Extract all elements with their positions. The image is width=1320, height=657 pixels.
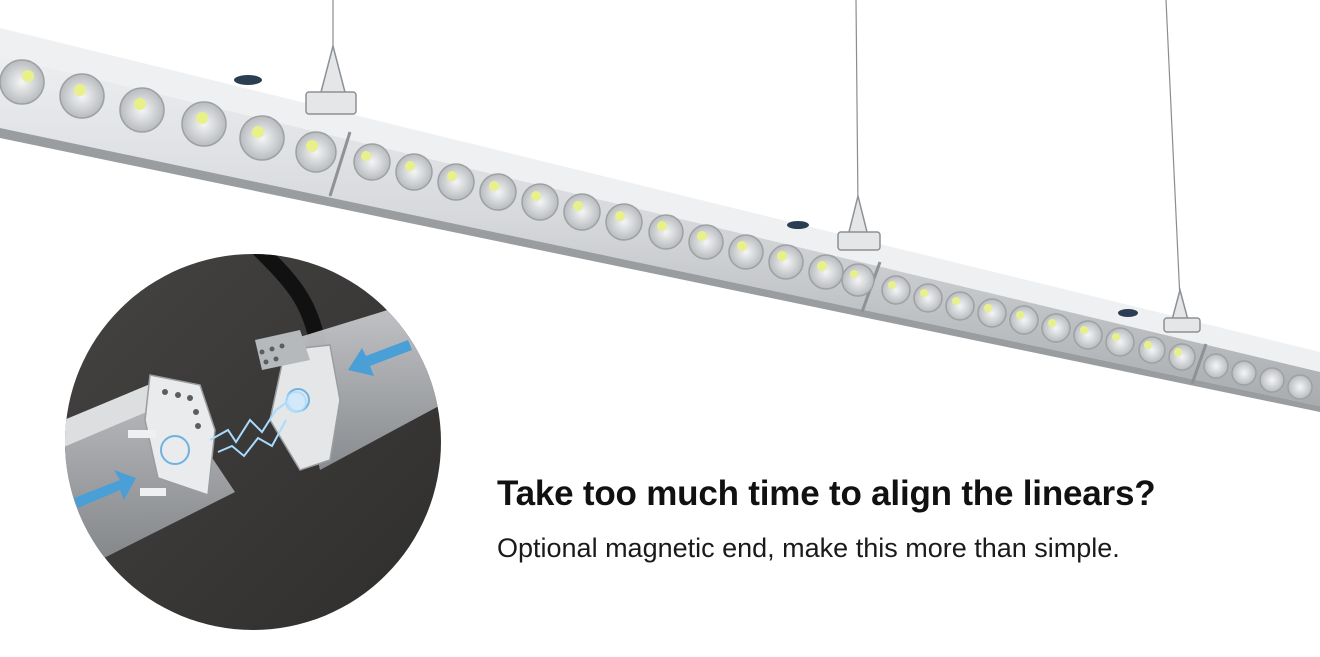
push-arrow-right [348, 340, 412, 376]
headline: Take too much time to align the linears? [497, 474, 1156, 513]
magnetic-end-inset [65, 254, 441, 630]
linear-light-bar [0, 28, 1320, 412]
led-lens-row [0, 59, 1313, 400]
cable-connectors [234, 75, 1138, 317]
left-profile-end [65, 374, 235, 560]
hanging-brackets [305, 43, 1201, 333]
push-arrow-left [74, 470, 136, 508]
subline: Optional magnetic end, make this more th… [497, 533, 1120, 563]
magnetic-spark [209, 391, 307, 458]
